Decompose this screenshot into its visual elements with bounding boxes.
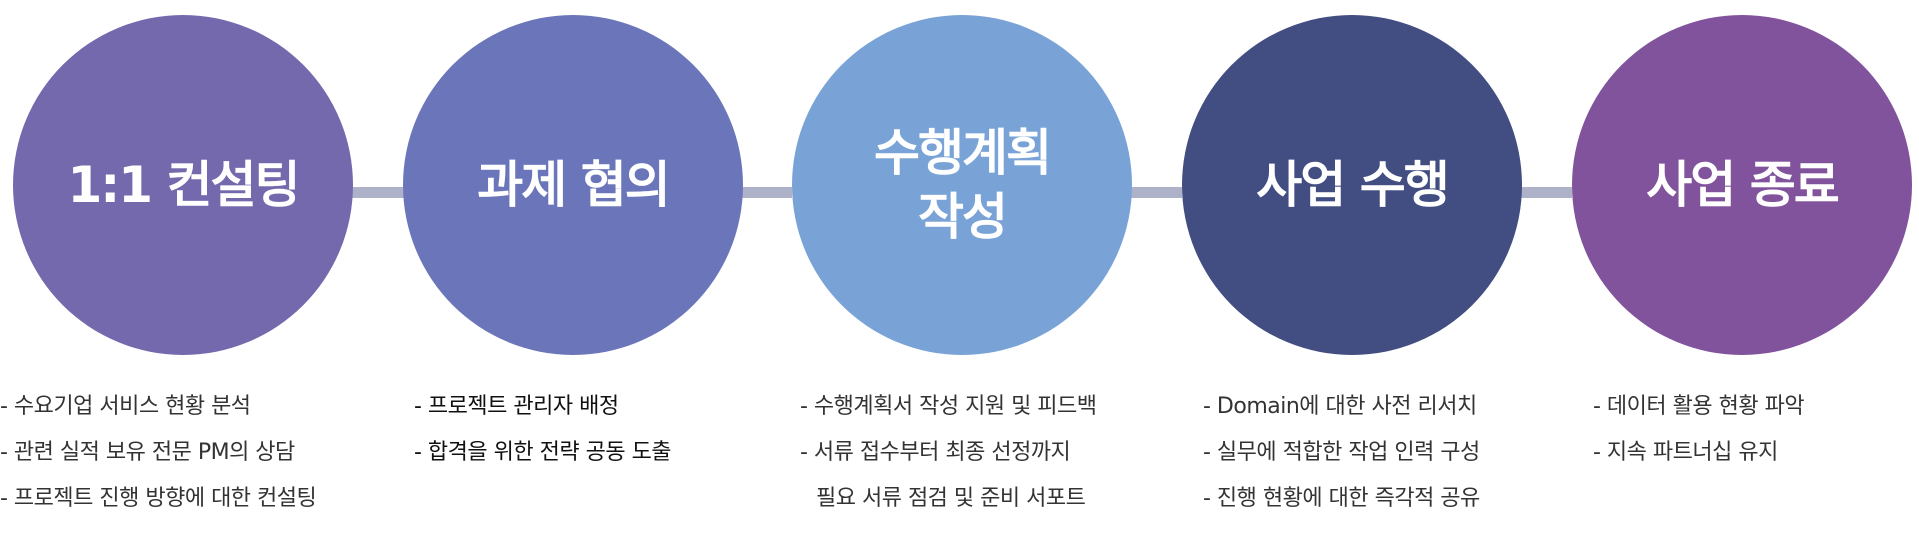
list-item: - 서류 접수부터 최종 선정까지 <box>800 440 1071 465</box>
list-item: - 지속 파트너십 유지 <box>1593 440 1778 465</box>
step-title-line-1: 수행계획 <box>874 124 1052 182</box>
list-item: 필요 서류 점검 및 준비 서포트 <box>816 486 1086 511</box>
connector-2-3 <box>740 187 792 198</box>
step-circle-project-completion: 사업 종료 <box>1572 15 1912 355</box>
list-item: - 수행계획서 작성 지원 및 피드백 <box>800 394 1097 419</box>
step-description-project-execution: - Domain에 대한 사전 리서치 - 실무에 적합한 작업 인력 구성 -… <box>1203 384 1480 522</box>
step-description-plan-writing: - 수행계획서 작성 지원 및 피드백 - 서류 접수부터 최종 선정까지 필요… <box>800 384 1097 522</box>
step-title-line-2: 작성 <box>918 188 1008 246</box>
connector-4-5 <box>1520 187 1572 198</box>
step-description-task-negotiation: - 프로젝트 관리자 배정 - 합격을 위한 전략 공동 도출 <box>414 384 672 476</box>
step-title: 1:1 컨설팅 <box>67 156 301 214</box>
step-title: 사업 수행 <box>1256 156 1449 214</box>
list-item: - 프로젝트 관리자 배정 <box>414 394 619 419</box>
step-description-project-completion: - 데이터 활용 현황 파악 - 지속 파트너십 유지 <box>1593 384 1805 476</box>
step-circle-plan-writing: 수행계획 작성 <box>792 15 1132 355</box>
list-item: - 합격을 위한 전략 공동 도출 <box>414 440 672 465</box>
connector-3-4 <box>1130 187 1182 198</box>
step-title: 과제 협의 <box>477 156 670 214</box>
list-item: - 진행 현황에 대한 즉각적 공유 <box>1203 486 1480 511</box>
list-item: - 데이터 활용 현황 파악 <box>1593 394 1805 419</box>
step-circle-consulting: 1:1 컨설팅 <box>13 15 353 355</box>
list-item: - 관련 실적 보유 전문 PM의 상담 <box>0 440 295 465</box>
list-item: - 실무에 적합한 작업 인력 구성 <box>1203 440 1480 465</box>
list-item: - 프로젝트 진행 방향에 대한 컨설팅 <box>0 486 317 511</box>
step-circle-project-execution: 사업 수행 <box>1182 15 1522 355</box>
step-title: 사업 종료 <box>1646 156 1839 214</box>
list-item: - 수요기업 서비스 현황 분석 <box>0 394 251 419</box>
step-circle-task-negotiation: 과제 협의 <box>403 15 743 355</box>
connector-1-2 <box>350 187 408 198</box>
list-item: - Domain에 대한 사전 리서치 <box>1203 394 1477 419</box>
step-description-consulting: - 수요기업 서비스 현황 분석 - 관련 실적 보유 전문 PM의 상담 - … <box>0 384 317 522</box>
